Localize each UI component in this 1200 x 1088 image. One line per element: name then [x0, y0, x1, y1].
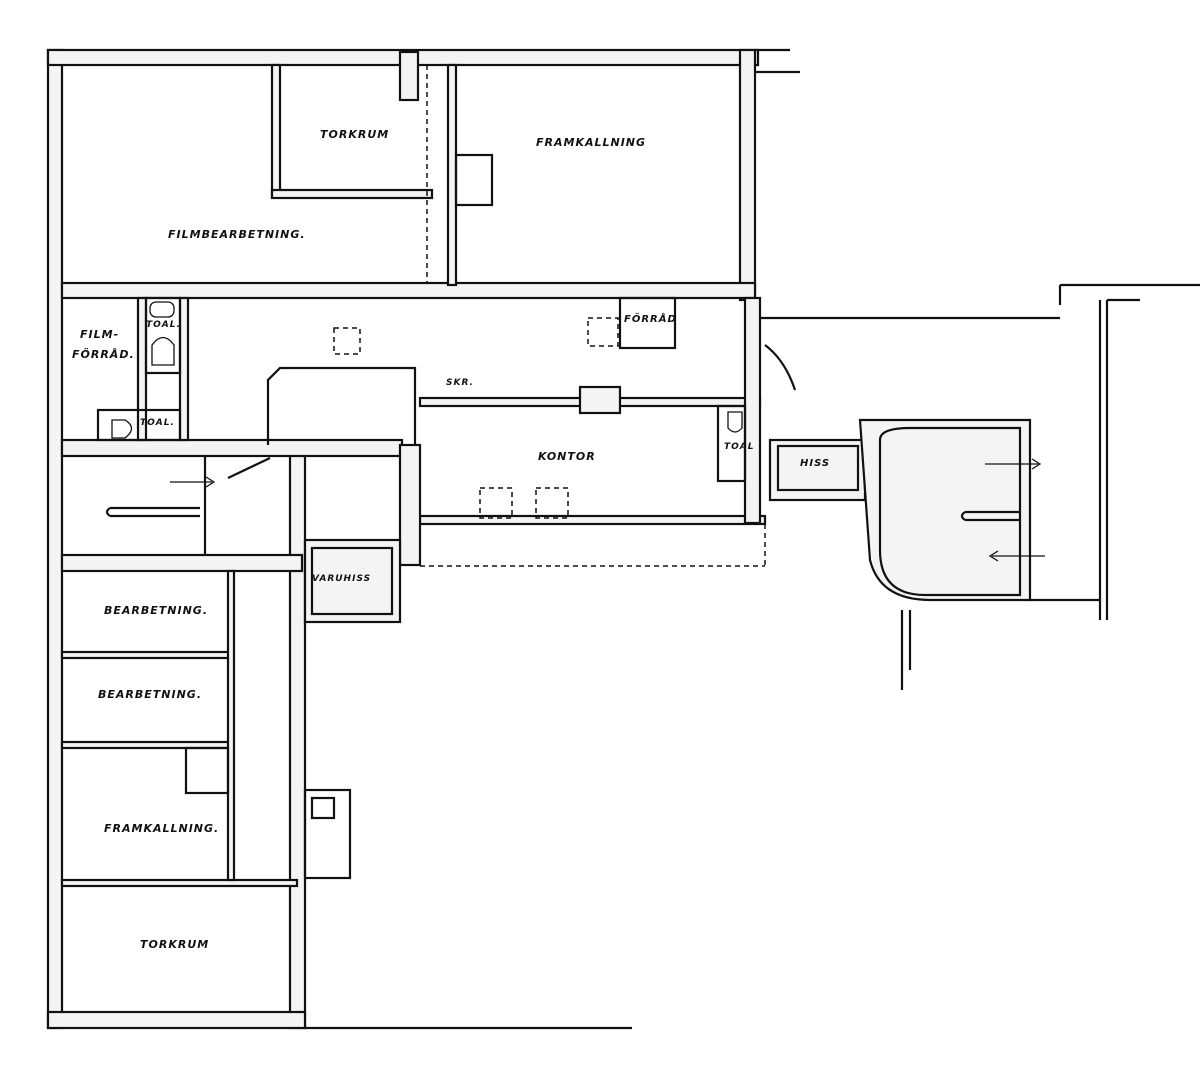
room-label-forrad: FÖRRÅD — [624, 314, 677, 325]
room-label-skr: SKR. — [446, 378, 474, 388]
room-label-varuhiss: VARUHISS — [312, 574, 372, 584]
room-label-toal: TOAL — [724, 442, 755, 452]
room-label-torkrum: TORKRUM — [320, 128, 390, 141]
room-label-bearbetning: BEARBETNING. — [98, 688, 202, 701]
room-label-framkallning: FRAMKALLNING — [536, 136, 647, 149]
direction-arrows — [170, 458, 1045, 562]
toilet-fixtures — [111, 301, 743, 439]
room-label-toal: TOAL. — [146, 320, 181, 330]
room-label-kontor: KONTOR — [538, 450, 596, 463]
room-label-hiss: HISS — [800, 458, 831, 469]
room-label-torkrum: TORKRUM — [140, 938, 210, 951]
interior-walls — [60, 50, 1200, 888]
room-label-framkallning: FRAMKALLNING. — [104, 822, 220, 835]
room-label-toal: TOAL. — [140, 418, 175, 428]
room-label-filmbearbetning: FILMBEARBETNING. — [168, 228, 306, 241]
room-label-film-forrad: FÖRRÅD. — [72, 348, 135, 361]
room-label-bearbetning: BEARBETNING. — [104, 604, 208, 617]
room-label-film: FILM- — [80, 328, 120, 341]
